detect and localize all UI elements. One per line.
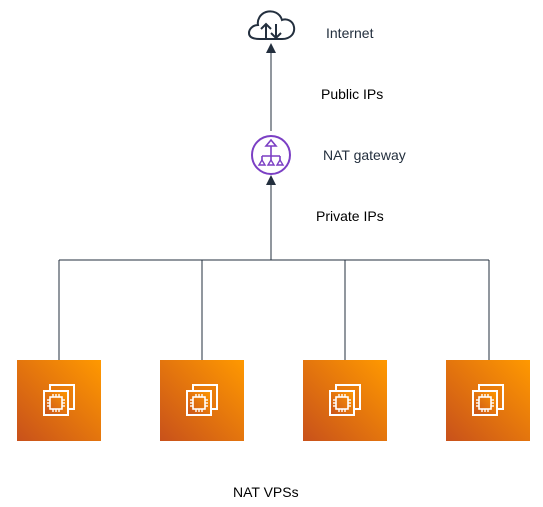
cloud-upload-download-icon: [247, 10, 296, 40]
vps-instance-4: [446, 360, 530, 441]
private-ips-label: Private IPs: [316, 208, 384, 224]
vps-instance-3: [303, 360, 387, 441]
vps-instance-2: [160, 360, 244, 441]
nat-vpss-label: NAT VPSs: [233, 484, 299, 500]
vps-instance-1: [17, 360, 101, 441]
nat-gateway-label: NAT gateway: [323, 147, 406, 163]
public-ips-label: Public IPs: [321, 86, 383, 102]
internet-label: Internet: [326, 25, 374, 41]
nat-gateway-icon: [251, 135, 291, 175]
